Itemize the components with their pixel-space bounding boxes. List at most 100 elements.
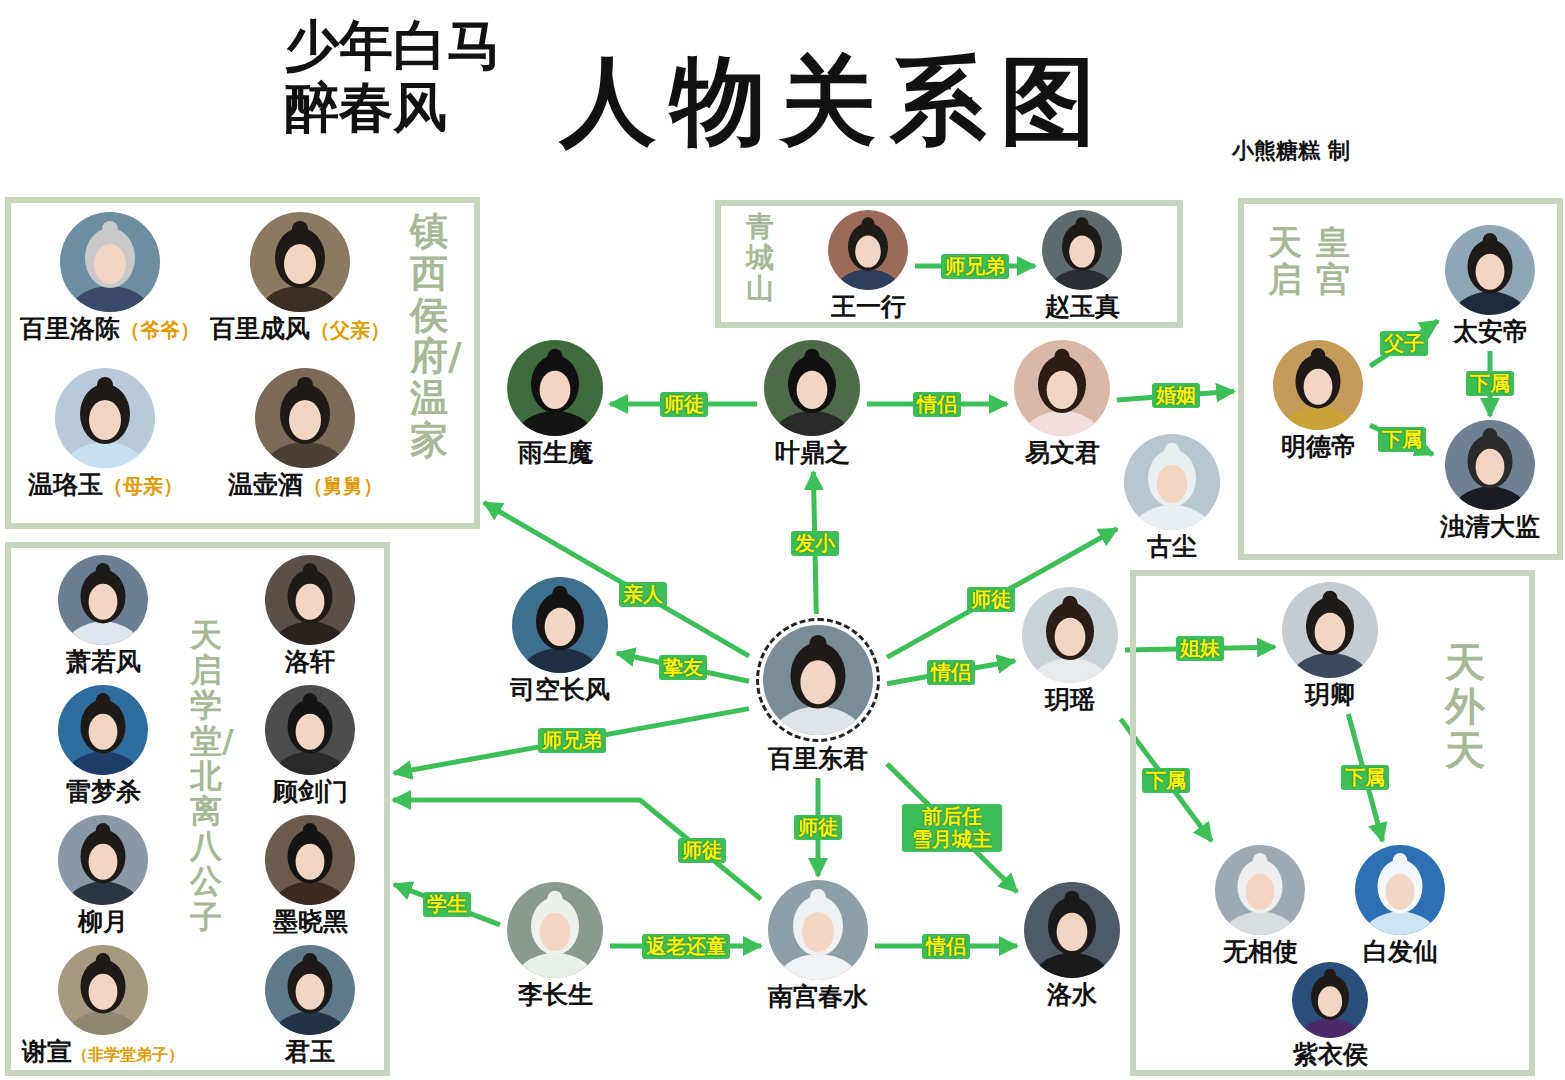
relation-label: 学生: [423, 892, 471, 917]
portrait: [1273, 340, 1363, 430]
portrait-frame: [828, 210, 908, 290]
character-node: 百里东君: [753, 618, 883, 774]
portrait: [60, 212, 160, 312]
name-row: 玥卿: [1305, 680, 1355, 710]
portrait-body: [1450, 487, 1529, 510]
character-node: 温壶酒（舅舅）: [225, 368, 386, 500]
portrait: [507, 340, 603, 436]
name-row: 洛轩: [285, 647, 335, 677]
character-name: 温壶酒: [228, 470, 303, 499]
portrait-bun: [1054, 349, 1069, 364]
character-node: 百里成风（父亲）: [207, 212, 393, 344]
portrait-face: [1246, 874, 1275, 910]
character-node: 南宫春水: [765, 880, 871, 1012]
name-row: 王一行: [831, 292, 906, 322]
portrait-art: [1445, 225, 1535, 315]
portrait-face: [797, 371, 828, 409]
character-node: 明德帝: [1270, 340, 1366, 462]
portrait: [58, 945, 148, 1035]
portrait-face: [540, 913, 571, 951]
relation-arrow: [1370, 425, 1433, 454]
portrait-bun: [97, 377, 113, 393]
portrait-face: [89, 844, 118, 880]
group-box: 天启皇宫太安帝明德帝浊清大监: [1238, 198, 1563, 560]
portrait-face: [1304, 369, 1333, 405]
portrait-frame: [58, 945, 148, 1035]
portrait-bun: [292, 221, 308, 237]
portrait-art: [1215, 845, 1305, 935]
portrait-face: [1055, 618, 1086, 656]
portrait-art: [1014, 340, 1110, 436]
portrait-face: [296, 844, 325, 880]
character-name: 温珞玉: [28, 470, 103, 499]
name-row: 玥瑶: [1045, 685, 1095, 715]
portrait-body: [1028, 658, 1112, 683]
portrait-body: [1020, 411, 1104, 436]
portrait-face: [94, 244, 126, 284]
portrait-frame: [55, 368, 155, 468]
portrait: [255, 368, 355, 468]
portrait-bun: [102, 221, 118, 237]
portrait-bun: [552, 586, 567, 601]
name-row: 谢宣（非学堂弟子）: [22, 1037, 184, 1067]
character-name: 太安帝: [1453, 317, 1528, 346]
portrait-face: [802, 912, 834, 952]
portrait-art: [265, 685, 355, 775]
group-heading: 镇西侯府/温家: [410, 210, 448, 461]
name-row: 李长生: [518, 980, 593, 1010]
character-node: 古尘: [1121, 434, 1223, 562]
relation-label: 亲人: [619, 582, 667, 607]
portrait-frame: [1215, 845, 1305, 935]
character-node: 谢宣（非学堂弟子）: [19, 945, 187, 1067]
relation-label: 情侣: [927, 660, 975, 685]
name-row: 百里洛陈（爷爷）: [20, 314, 200, 344]
portrait-body: [513, 411, 597, 436]
portrait-frame: [1273, 340, 1363, 430]
portrait: [250, 212, 350, 312]
relation-label: 师徒: [660, 392, 708, 417]
portrait-art: [763, 625, 873, 735]
portrait-face: [89, 974, 118, 1010]
relation-label: 情侣: [913, 392, 961, 417]
portrait-art: [265, 555, 355, 645]
portrait-art: [60, 212, 160, 312]
portrait: [764, 340, 860, 436]
portrait-art: [255, 368, 355, 468]
portrait-face: [296, 714, 325, 750]
group-heading: 天启: [1268, 224, 1302, 299]
portrait-face: [540, 371, 571, 409]
relation-label: 挚友: [659, 655, 707, 680]
name-row: 白发仙: [1363, 937, 1438, 967]
portrait-frame: [507, 340, 603, 436]
character-node: 浊清大监: [1437, 420, 1543, 542]
portrait-bun: [1483, 428, 1497, 442]
character-node: 百里洛陈（爷爷）: [17, 212, 203, 344]
relation-label: 师徒: [967, 587, 1015, 612]
portrait-frame: [250, 212, 350, 312]
name-row: 君玉: [285, 1037, 335, 1067]
portrait-art: [1273, 340, 1363, 430]
portrait-art: [250, 212, 350, 312]
portrait-body: [1288, 653, 1372, 678]
portrait-body: [1220, 912, 1299, 935]
portrait-bun: [547, 891, 562, 906]
group-box: 镇西侯府/温家百里洛陈（爷爷）百里成风（父亲）温珞玉（母亲）温壶酒（舅舅）: [5, 197, 480, 529]
character-node: 易文君: [1011, 340, 1113, 468]
character-name: 雨生魔: [518, 438, 593, 467]
portrait-face: [855, 236, 881, 268]
relation-label: 情侣: [922, 934, 970, 959]
portrait: [265, 945, 355, 1035]
portrait-bun: [804, 349, 819, 364]
character-node: 玥卿: [1279, 582, 1381, 710]
character-name: 柳月: [78, 907, 128, 936]
name-row: 明德帝: [1281, 432, 1356, 462]
portrait-frame: [1024, 882, 1120, 978]
character-node: 玥瑶: [1019, 587, 1121, 715]
portrait-art: [265, 945, 355, 1035]
portrait-bun: [1393, 853, 1407, 867]
portrait-body: [1297, 1018, 1364, 1038]
portrait-art: [1292, 962, 1368, 1038]
portrait-bun: [96, 693, 110, 707]
portrait: [1215, 845, 1305, 935]
portrait-frame: [58, 685, 148, 775]
